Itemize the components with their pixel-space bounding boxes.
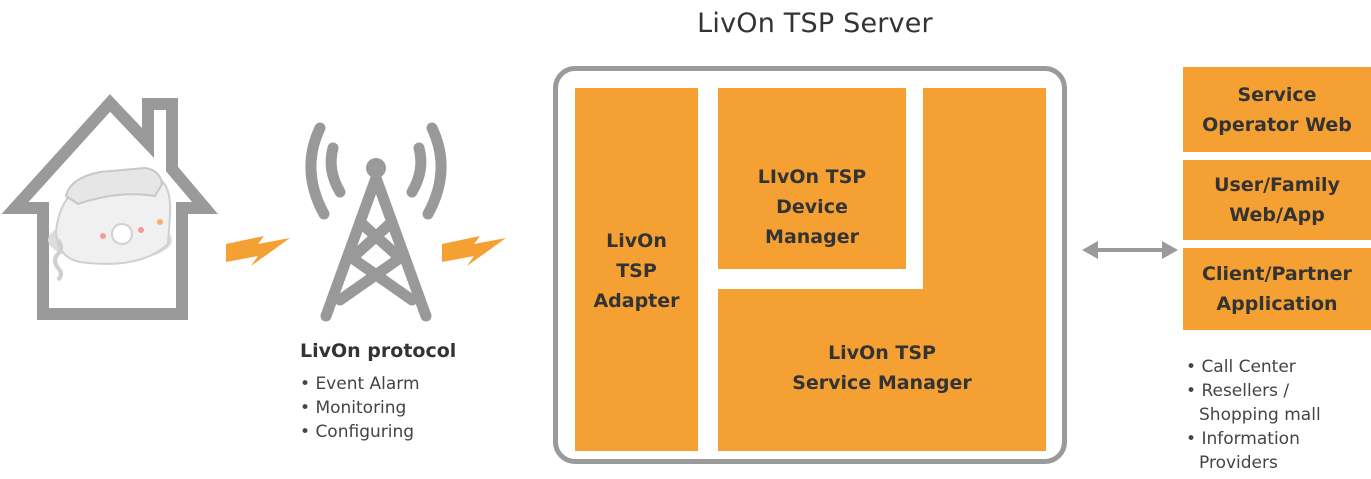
- bidirectional-arrow-icon: [1082, 241, 1178, 259]
- side-box-line: Client/Partner: [1202, 263, 1352, 285]
- protocol-list: • Event Alarm • Monitoring • Configuring: [300, 372, 420, 444]
- service-manager-line-1: LivOn TSP: [828, 342, 936, 364]
- side-box-line: User/Family: [1214, 174, 1340, 196]
- tsp-adapter-line-1: LivOn: [606, 230, 667, 252]
- client-partner-app-box: Client/Partner Application: [1183, 248, 1371, 330]
- server-title: LivOn TSP Server: [697, 8, 933, 39]
- side-list-item: • Call Center: [1186, 357, 1296, 377]
- telephone-icon: [48, 166, 172, 282]
- side-box-line: Application: [1216, 293, 1338, 315]
- server-frame: [553, 66, 1067, 464]
- radio-tower-icon: [305, 122, 447, 322]
- side-list-item: • Information: [1186, 429, 1300, 449]
- tsp-adapter-block: LivOn TSP Adapter: [575, 88, 698, 451]
- tsp-adapter-line-2: TSP: [616, 260, 657, 282]
- lightning-icon: [226, 236, 506, 266]
- user-family-web-box: User/Family Web/App: [1183, 160, 1371, 240]
- protocol-item: • Configuring: [300, 422, 415, 442]
- protocol-title: LivOn protocol: [300, 340, 457, 362]
- device-manager-block: LIvOn TSP Device Manager: [718, 88, 906, 269]
- tsp-adapter-line-3: Adapter: [593, 290, 680, 312]
- side-box-line: Web/App: [1229, 204, 1325, 226]
- service-operator-web-box: Service Operator Web: [1183, 67, 1371, 152]
- side-list-item: Shopping mall: [1199, 405, 1321, 425]
- protocol-item: • Monitoring: [300, 398, 407, 418]
- device-manager-line-2: Device: [776, 196, 848, 218]
- side-list-item: • Resellers /: [1186, 381, 1290, 401]
- side-box-line: Operator Web: [1202, 113, 1352, 136]
- protocol-item: • Event Alarm: [300, 374, 420, 394]
- service-manager-line-2: Service Manager: [792, 372, 972, 394]
- side-list-item: Providers: [1199, 453, 1278, 473]
- side-box-line: Service: [1237, 83, 1317, 106]
- device-manager-line-1: LIvOn TSP: [757, 166, 867, 188]
- device-manager-line-3: Manager: [765, 226, 859, 248]
- side-list: • Call Center • Resellers / Shopping mal…: [1186, 355, 1321, 475]
- house-icon: [1, 94, 218, 320]
